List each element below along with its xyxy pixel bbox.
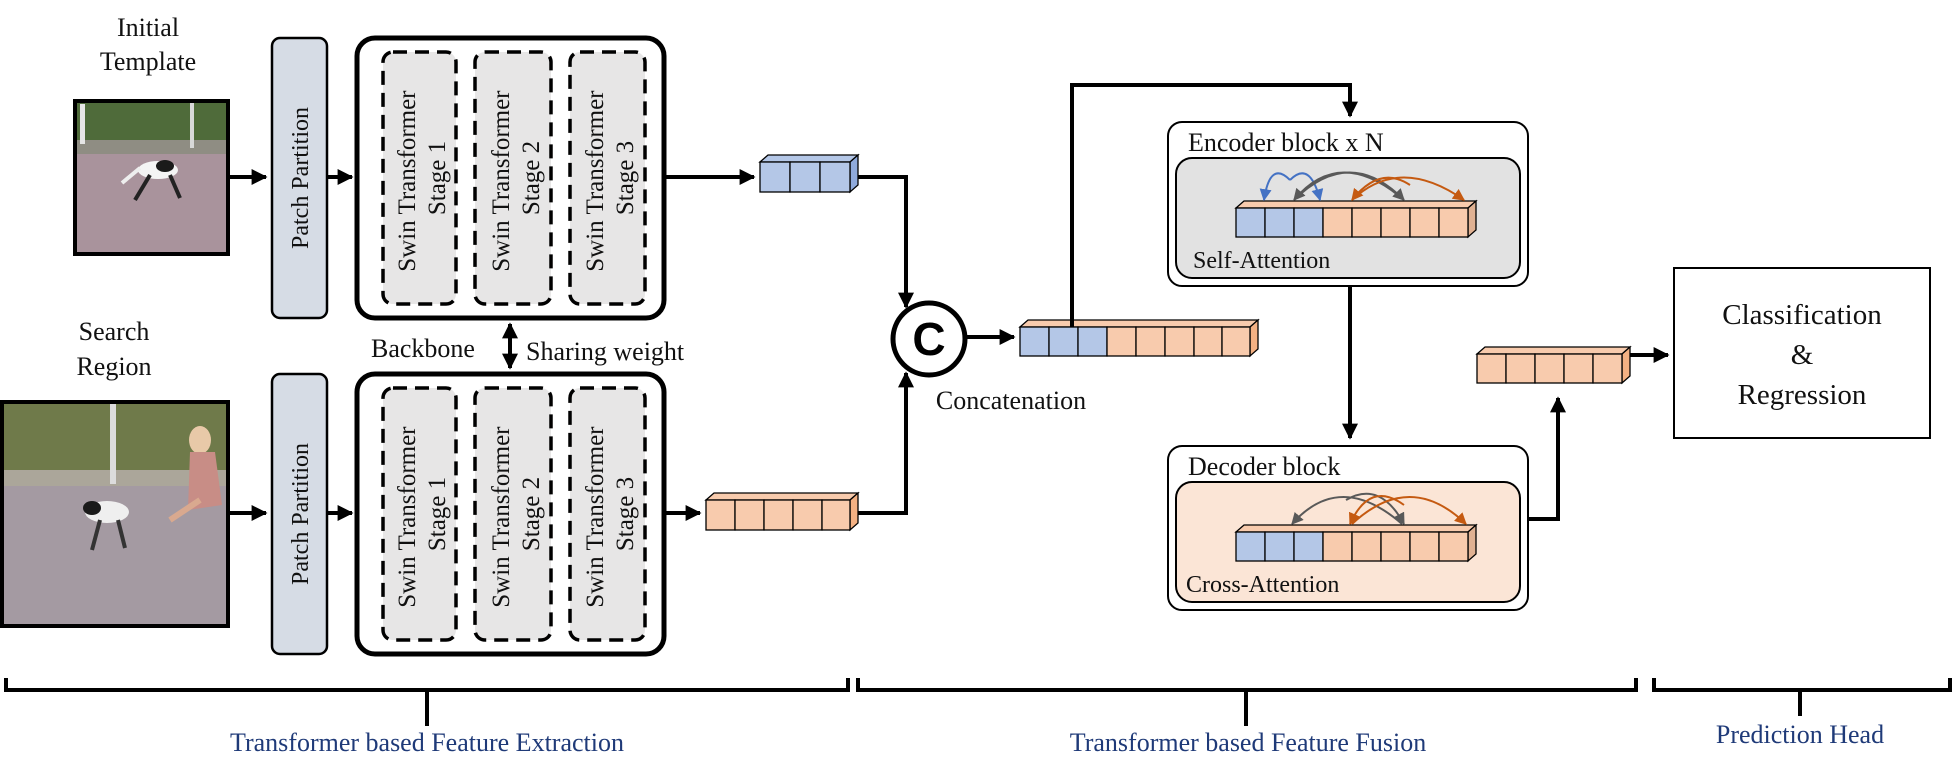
section-extraction-label: Transformer based Feature Extraction [230,728,624,757]
self-attn-arc-blue-2 [1289,172,1324,202]
patch-partition-bottom-label: Patch Partition [288,443,314,585]
cross-attn-arc-orange-2 [1349,495,1405,526]
concat-node: C [890,300,968,378]
cross-attention-label: Cross-Attention [1186,572,1339,598]
decoder-label: Decoder block [1188,452,1340,481]
self-attn-arc-gray-2 [1293,171,1405,201]
brace-prediction [1652,678,1952,716]
prediction-head-box: Classification & Regression [1673,267,1931,439]
stage-1-bottom-line1: Swin Transformer [394,426,421,608]
concat-label: Concatenation [936,386,1086,415]
stage-2-bottom: Swin Transformer Stage 2 [473,386,553,642]
stage-1-top-line2: Stage 1 [424,141,451,215]
template-image [73,99,230,256]
cross-attn-arc-orange-1 [1351,496,1467,525]
stage-3-top-line1: Swin Transformer [582,90,609,272]
search-label-line2: Region [76,352,151,381]
stage-1-bottom: Swin Transformer Stage 1 [381,386,458,642]
encoder-block: Encoder block x N Self-Attention [1167,121,1529,287]
svg-text:Swin Transformer Stage: Swin Transformer Stage 3 [582,84,639,272]
svg-text:Swin Transformer Stage: Swin Transformer Stage 3 [582,420,639,608]
arrow-search-to-concat [858,371,914,515]
search-image [0,400,230,628]
stage-2-top-line1: Swin Transformer [488,90,515,272]
search-token-stack [704,491,860,532]
patch-partition-top: Patch Partition [270,36,329,320]
stage-1-bottom-line2: Stage 1 [424,477,451,551]
cross-attn-arc-gray-1 [1291,496,1403,525]
encoder-token-stack [1234,199,1478,239]
stage-1-top: Swin Transformer Stage 1 [381,50,458,306]
stage-2-top: Swin Transformer Stage 2 [473,50,553,306]
patch-partition-bottom: Patch Partition [270,372,329,656]
sharing-weight-label: Sharing weight [526,337,685,366]
template-label-line1: Initial [117,13,179,42]
backbone-bottom: Swin Transformer Stage 1 Swin Transforme… [354,371,667,657]
brace-extraction [4,678,850,726]
stage-3-bottom-line2: Stage 3 [612,477,639,551]
self-attn-arc-blue-1 [1259,172,1291,202]
stage-3-top-line2: Stage 3 [612,141,639,215]
arrow-decoder-to-output [1528,396,1566,521]
stage-1-top-line1: Swin Transformer [394,90,421,272]
head-line1: Classification [1722,299,1882,331]
svg-text:Swin Transformer Stage: Swin Transformer Stage 1 [394,84,451,272]
svg-text:Swin Transformer Stage: Swin Transformer Stage 2 [488,420,545,608]
self-attention-label: Self-Attention [1193,248,1330,274]
stage-3-top: Swin Transformer Stage 3 [568,50,647,306]
search-label-line1: Search [79,317,150,346]
encoder-label: Encoder block x N [1188,128,1384,157]
patch-partition-top-label: Patch Partition [288,107,314,249]
stage-3-bottom-line1: Swin Transformer [582,426,609,608]
stage-2-top-line2: Stage 2 [518,141,545,215]
backbone-label: Backbone [371,334,475,363]
svg-text:Swin Transformer Stage: Swin Transformer Stage 1 [394,420,451,608]
template-label-line2: Template [100,47,196,76]
concat-symbol: C [912,313,945,365]
head-line2: & [1791,339,1814,371]
brace-fusion [856,678,1638,726]
stage-2-bottom-line2: Stage 2 [518,477,545,551]
self-attn-arc-orange-2 [1351,176,1411,201]
output-token-stack [1475,345,1632,385]
backbone-top: Swin Transformer Stage 1 Swin Transforme… [354,35,667,321]
svg-text:Swin Transformer Stage: Swin Transformer Stage 2 [488,84,545,272]
arrow-template-to-concat [858,175,914,309]
section-prediction-label: Prediction Head [1716,720,1884,749]
decoder-token-stack [1234,523,1478,563]
stage-3-bottom: Swin Transformer Stage 3 [568,386,647,642]
head-line3: Regression [1738,379,1867,411]
concat-token-stack [1018,318,1260,358]
arrow-tokens-to-encoder [1070,83,1358,327]
stage-2-bottom-line1: Swin Transformer [488,426,515,608]
decoder-block: Decoder block Cross-Attention [1167,445,1529,611]
section-fusion-label: Transformer based Feature Fusion [1070,728,1426,757]
template-token-stack [758,153,860,194]
